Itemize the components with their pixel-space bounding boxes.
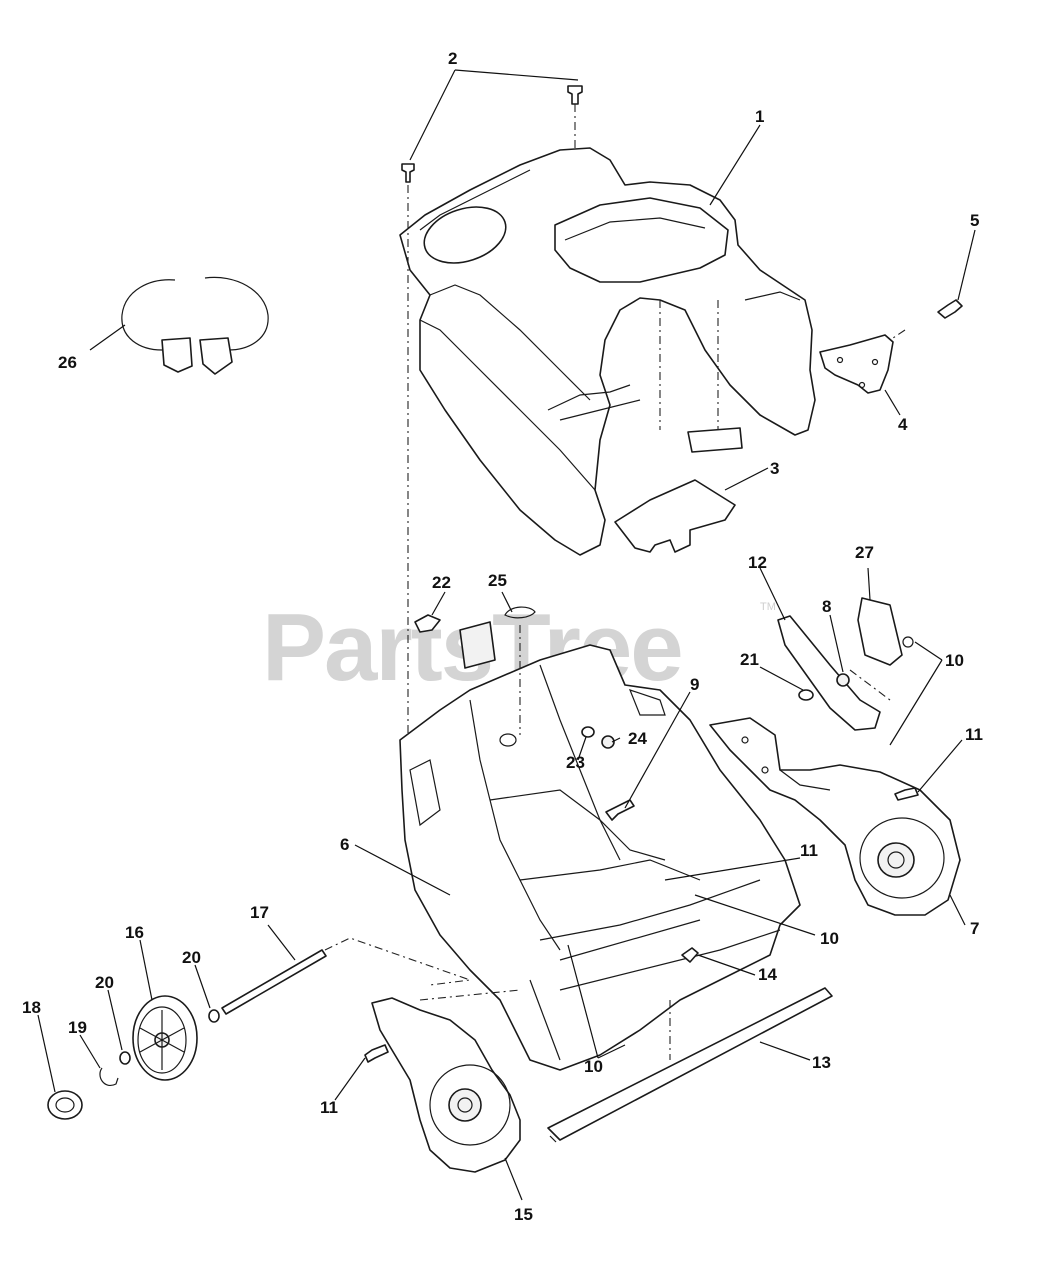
callout-18: 18 xyxy=(22,998,41,1017)
part-nut-10a xyxy=(902,636,914,648)
part-washer-20a xyxy=(208,1009,220,1023)
callout-5: 5 xyxy=(970,211,979,230)
callout-27: 27 xyxy=(855,543,874,562)
part-screw-2b xyxy=(567,85,583,105)
part-bolt-11a xyxy=(894,787,919,801)
part-scraper-bar-13 xyxy=(547,987,833,1143)
dash-nut-10 xyxy=(849,669,891,701)
part-side-plate-7 xyxy=(709,717,961,916)
callout-25: 25 xyxy=(488,571,507,590)
part-frame-6 xyxy=(399,644,801,1071)
callout-7: 7 xyxy=(970,919,979,938)
part-bolt-11b xyxy=(364,1044,389,1063)
part-power-cord-26 xyxy=(121,276,269,375)
callout-3: 3 xyxy=(770,459,779,478)
callout-17: 17 xyxy=(250,903,269,922)
part-screw-2a xyxy=(401,163,415,183)
part-washer-20b xyxy=(119,1051,131,1065)
callout-10b: 10 xyxy=(820,929,839,948)
dash-axle xyxy=(324,937,471,986)
dash-screw-5 xyxy=(889,329,906,341)
part-spacer-8 xyxy=(836,673,850,687)
part-washer-21 xyxy=(798,689,814,701)
part-clip-19 xyxy=(99,1067,119,1086)
callout-20a: 20 xyxy=(182,948,201,967)
part-housing-shroud xyxy=(399,147,816,556)
part-side-plate-15 xyxy=(371,997,521,1173)
part-decal-3 xyxy=(614,427,743,553)
callout-13: 13 xyxy=(812,1053,831,1072)
callout-22: 22 xyxy=(432,573,451,592)
watermark-tm: TM xyxy=(760,601,776,613)
callout-14: 14 xyxy=(758,965,777,984)
callout-11b: 11 xyxy=(800,841,818,860)
callout-4: 4 xyxy=(898,415,908,434)
callout-19: 19 xyxy=(68,1018,87,1037)
callout-2: 2 xyxy=(448,49,457,68)
callout-11c: 11 xyxy=(320,1098,338,1117)
part-bolt-14 xyxy=(681,947,699,963)
callout-26: 26 xyxy=(58,353,77,372)
callout-8: 8 xyxy=(822,597,831,616)
part-screw-5 xyxy=(937,299,963,319)
part-axle-17 xyxy=(221,949,327,1015)
leader-lines xyxy=(37,69,976,1201)
callout-1: 1 xyxy=(755,107,764,126)
callout-10c: 10 xyxy=(584,1057,603,1076)
callout-6: 6 xyxy=(340,835,349,854)
callout-21: 21 xyxy=(740,650,759,669)
callout-10a: 10 xyxy=(945,651,964,670)
callout-15: 15 xyxy=(514,1205,533,1224)
part-arm-12 xyxy=(777,615,881,731)
part-hubcap-18 xyxy=(47,1090,83,1120)
callout-11a: 11 xyxy=(965,725,983,744)
part-bracket-4 xyxy=(819,334,894,394)
callout-24: 24 xyxy=(628,729,647,748)
callout-23: 23 xyxy=(566,753,585,772)
part-bracket-22 xyxy=(414,614,441,633)
part-washer-23 xyxy=(581,726,595,738)
part-clip-25 xyxy=(504,606,536,619)
callout-20b: 20 xyxy=(95,973,114,992)
callout-9: 9 xyxy=(690,675,699,694)
part-guard-27 xyxy=(857,597,903,666)
callout-12: 12 xyxy=(748,553,767,572)
part-box-bracket xyxy=(459,621,496,669)
part-nut-24 xyxy=(601,735,615,749)
callout-16: 16 xyxy=(125,923,144,942)
part-wheel-16 xyxy=(132,995,198,1081)
